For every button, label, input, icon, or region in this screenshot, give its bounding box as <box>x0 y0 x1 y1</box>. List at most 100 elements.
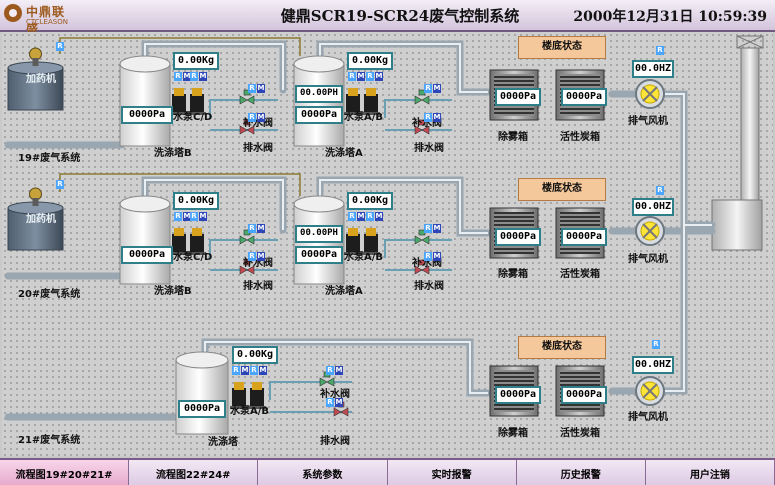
refill-valve-20a-label: 补水阀 <box>412 258 442 269</box>
pump-c-19 <box>172 94 186 112</box>
drain-valve-21-icon <box>333 407 349 417</box>
floor-state-20[interactable]: 楼底状态 <box>518 178 606 201</box>
drain-valve-19b-label: 排水阀 <box>243 143 273 154</box>
mode-indicator-14: M <box>199 212 207 221</box>
fan-20-frequency: 00.0HZ <box>632 198 674 216</box>
run-indicator-4: R <box>652 340 660 349</box>
run-indicator-1: R <box>656 46 664 55</box>
pump-b-20-motor <box>366 228 376 236</box>
demister-21-label: 除雾箱 <box>498 428 528 439</box>
carbon-21-pressure: 0000Pa <box>561 386 607 404</box>
drain-valve-20b-label: 排水阀 <box>243 281 273 292</box>
pump-b-21 <box>250 388 264 406</box>
tower-21-pressure: 0000Pa <box>178 400 226 418</box>
pump-b-20 <box>364 234 378 252</box>
mode-indicator-18: M <box>375 212 383 221</box>
tower-b-19 <box>119 63 171 147</box>
demister-20-pressure: 0000Pa <box>495 228 541 246</box>
pump-c-20-base <box>170 252 188 255</box>
system-19-label: 19#废气系统 <box>18 153 81 164</box>
floor-state-19[interactable]: 楼底状态 <box>518 36 606 59</box>
run-indicator-8: R <box>248 113 256 122</box>
tower-b-20 <box>119 203 171 285</box>
system-21-label: 21#废气系统 <box>18 435 81 446</box>
pump-b-19 <box>364 94 378 112</box>
pump-b-19-base <box>362 112 380 115</box>
tower-21 <box>175 359 229 435</box>
carbon-19-label: 活性炭箱 <box>560 132 600 143</box>
nav-history-alarms[interactable]: 历史报警 <box>516 460 646 485</box>
refill-valve-19b-label: 补水阀 <box>243 118 273 129</box>
nav-flow-19-20-21[interactable]: 流程图19#20#21# <box>0 460 130 485</box>
fan-21-frequency: 00.0HZ <box>632 356 674 374</box>
pump-d-20-motor <box>192 228 202 236</box>
refill-valve-20b-label: 补水阀 <box>243 258 273 269</box>
tower-21-top <box>175 351 229 369</box>
run-indicator-17: R <box>348 212 356 221</box>
mode-indicator-8: M <box>257 113 265 122</box>
fan-19-icon-blades <box>642 86 658 102</box>
demister-20-label: 除雾箱 <box>498 269 528 280</box>
run-indicator-13: R <box>174 212 182 221</box>
fan-19-frequency: 00.0HZ <box>632 60 674 78</box>
dosing-machine-20-label: 加药机 <box>26 214 56 225</box>
nav-logout[interactable]: 用户注销 <box>645 460 775 485</box>
system-20-label: 20#废气系统 <box>18 289 81 300</box>
tower-a-19-top <box>293 55 345 73</box>
mode-indicator-12: M <box>433 113 441 122</box>
tower-b-19-pressure: 0000Pa <box>121 106 173 124</box>
tower-a-19 <box>293 63 345 147</box>
refill-valve-19b-icon <box>239 95 255 105</box>
nav-realtime-alarms[interactable]: 实时报警 <box>387 460 517 485</box>
nav-system-params[interactable]: 系统参数 <box>258 460 388 485</box>
run-indicator-22: R <box>250 366 258 375</box>
mode-indicator-17: M <box>357 212 365 221</box>
drain-valve-20b-icon-actuator <box>243 259 251 266</box>
dosing-machine-20 <box>7 207 64 251</box>
floor-state-21[interactable]: 楼底状态 <box>518 336 606 359</box>
exhaust-stack <box>711 35 764 251</box>
run-indicator-11: R <box>424 84 432 93</box>
carbon-20-label: 活性炭箱 <box>560 269 600 280</box>
tower-a-19-ph: 00.00PH <box>295 85 343 103</box>
tower-b-20-pressure: 0000Pa <box>121 246 173 264</box>
drain-valve-20b-icon <box>239 265 255 275</box>
pump-d-20-base <box>188 252 206 255</box>
demister-19-pressure: 0000Pa <box>495 88 541 106</box>
tower-b-20-label: 洗涤塔B <box>154 286 192 297</box>
logo-text-en: CTCLEASON <box>26 18 68 26</box>
pump-b-19-motor <box>366 88 376 96</box>
pump-b-21-motor <box>252 382 262 390</box>
run-indicator-5: R <box>174 72 182 81</box>
nav-flow-22-24[interactable]: 流程图22#24# <box>129 460 259 485</box>
run-indicator-20: R <box>424 252 432 261</box>
tower-b-20-level: 0.00Kg <box>173 192 219 210</box>
mode-indicator-10: M <box>375 72 383 81</box>
pump-a-21 <box>232 388 246 406</box>
pump-ab-21-label: 水泵A/B <box>230 406 270 417</box>
duct-highlights <box>144 43 712 394</box>
tower-a-20-label: 洗涤塔A <box>325 286 363 297</box>
run-indicator-9: R <box>348 72 356 81</box>
carbon-20-pressure: 0000Pa <box>561 228 607 246</box>
logo-icon <box>4 4 22 22</box>
carbon-19-pressure: 0000Pa <box>561 88 607 106</box>
tower-b-19-level: 0.00Kg <box>173 52 219 70</box>
drain-valve-21-label: 排水阀 <box>320 436 350 447</box>
refill-valve-21-icon <box>319 377 335 387</box>
fan-20-icon-blades <box>642 223 658 239</box>
carbon-21-label: 活性炭箱 <box>560 428 600 439</box>
pump-c-19-base <box>170 112 188 115</box>
mode-indicator-5: M <box>183 72 191 81</box>
pump-c-19-motor <box>174 88 184 96</box>
pump-d-19 <box>190 94 204 112</box>
mode-indicator-19: M <box>433 224 441 233</box>
pump-a-20 <box>346 234 360 252</box>
datetime-display: 2000年12月31日 10:59:39 <box>573 9 767 25</box>
pump-c-20 <box>172 234 186 252</box>
fan-21-icon-blades <box>642 383 658 399</box>
run-indicator-14: R <box>190 212 198 221</box>
pump-a-20-motor <box>348 228 358 236</box>
mode-indicator-13: M <box>183 212 191 221</box>
tower-a-19-pressure: 0000Pa <box>295 106 343 124</box>
